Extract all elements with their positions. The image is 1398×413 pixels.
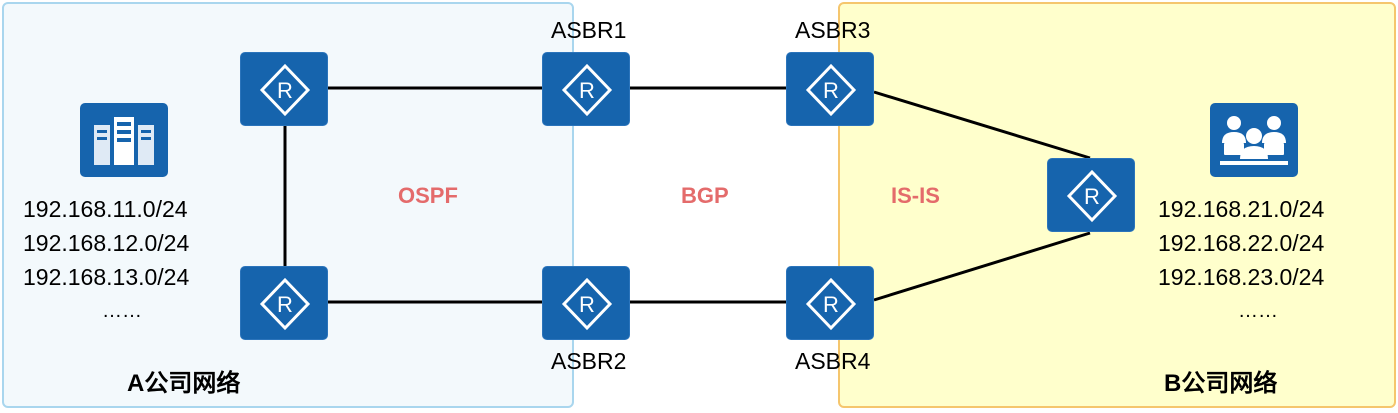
subnet-b-2: 192.168.22.0/24: [1158, 230, 1325, 256]
router-asbr4: R: [786, 266, 874, 340]
router-a-bottom: R: [240, 266, 328, 340]
svg-text:R: R: [579, 292, 595, 317]
subnet-a-2: 192.168.12.0/24: [23, 230, 190, 256]
users-node: [1210, 103, 1298, 177]
router-icon: R: [805, 277, 857, 331]
isis-label: IS-IS: [891, 183, 940, 208]
subnet-a-1: 192.168.11.0/24: [23, 196, 188, 222]
server-node: [80, 103, 168, 177]
router-icon: R: [561, 277, 613, 331]
zone-a-label: A公司网络: [127, 370, 241, 397]
server-icon: [94, 117, 154, 165]
router-asbr1: R: [542, 52, 630, 126]
router-icon: R: [1066, 169, 1118, 223]
bgp-label: BGP: [681, 183, 729, 208]
router-icon: R: [805, 63, 857, 117]
svg-text:R: R: [277, 78, 293, 103]
asbr4-label: ASBR4: [795, 348, 871, 374]
subnet-a-3: 192.168.13.0/24: [23, 264, 190, 290]
asbr1-label: ASBR1: [551, 17, 627, 43]
svg-text:R: R: [823, 78, 839, 103]
router-a-top: R: [240, 52, 328, 126]
svg-text:R: R: [823, 292, 839, 317]
asbr3-label: ASBR3: [795, 17, 871, 43]
router-icon: R: [259, 277, 311, 331]
asbr2-label: ASBR2: [551, 348, 627, 374]
ospf-label: OSPF: [398, 183, 458, 208]
link-asbr4-rb: [873, 231, 1091, 302]
link-asbr3-rb: [873, 90, 1091, 160]
router-asbr3: R: [786, 52, 874, 126]
users-icon: [1220, 116, 1288, 165]
router-b: R: [1047, 158, 1135, 232]
router-icon: R: [561, 63, 613, 117]
svg-text:R: R: [579, 78, 595, 103]
svg-text:R: R: [277, 292, 293, 317]
zone-b-label: B公司网络: [1164, 370, 1278, 397]
subnet-b-ellipsis: ……: [1238, 300, 1278, 322]
subnet-a-ellipsis: ……: [102, 300, 142, 322]
router-icon: R: [259, 63, 311, 117]
router-asbr2: R: [542, 266, 630, 340]
subnet-b-1: 192.168.21.0/24: [1158, 196, 1325, 222]
subnet-b-3: 192.168.23.0/24: [1158, 264, 1325, 290]
svg-text:R: R: [1084, 184, 1100, 209]
